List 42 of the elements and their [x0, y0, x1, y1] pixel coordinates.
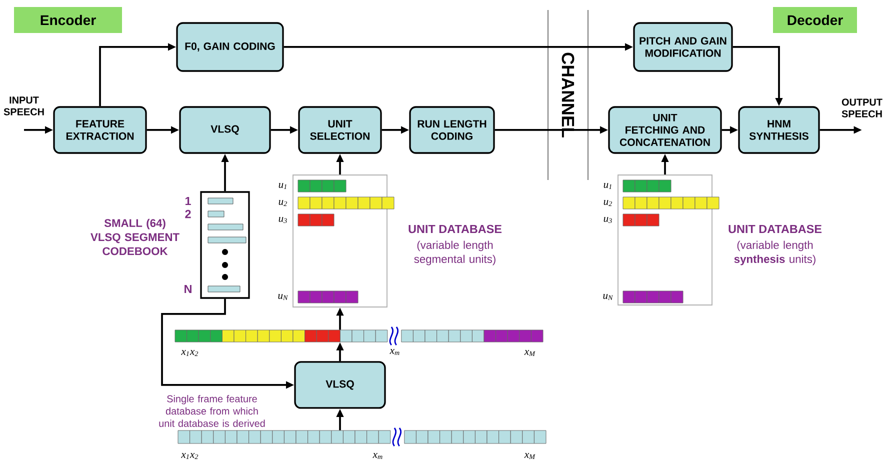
- database-note: (variable length synthesis units): [734, 240, 816, 266]
- database-note: Single frame feature database from which unit database is derived: [159, 395, 265, 427]
- channel-label: CHANNEL: [562, 52, 574, 138]
- database-title: UNIT DATABASE: [408, 224, 502, 234]
- process-box: PITCH AND GAIN MODIFICATION: [633, 22, 733, 72]
- row-label: u$_{1}$: [278, 183, 286, 189]
- row-label: u$_{N}$: [603, 294, 614, 300]
- frame-label: x$_{m}$: [372, 453, 382, 459]
- section-tag: Encoder: [14, 7, 122, 33]
- process-box: UNIT FETCHING AND CONCATENATION: [608, 106, 722, 154]
- row-label: u$_{3}$: [604, 216, 612, 224]
- index-label: 1: [185, 196, 191, 206]
- speech-label: INPUT SPEECH: [4, 96, 44, 116]
- frame-strip: [178, 428, 546, 446]
- row-label: u$_{2}$: [278, 200, 287, 206]
- process-box: VLSQ: [294, 361, 386, 409]
- index-label: 2: [185, 210, 191, 218]
- codebook-label: SMALL (64) VLSQ SEGMENT CODEBOOK: [90, 218, 180, 256]
- row-label: u$_{2}$: [604, 200, 612, 206]
- process-box: UNIT SELECTION: [298, 106, 382, 154]
- section-tag: Decoder: [773, 7, 857, 33]
- row-label: u$_{3}$: [278, 216, 287, 224]
- codebook-box: [200, 191, 250, 299]
- frame-label: x$_{1}$x$_{2}$: [181, 453, 198, 459]
- process-box: F0, GAIN CODING: [176, 22, 284, 72]
- process-box: VLSQ: [179, 106, 271, 154]
- row-label: u$_{1}$: [604, 183, 612, 189]
- database-box: [618, 174, 720, 306]
- database-note: (variable length segmental units): [414, 240, 496, 266]
- frame-label: x$_{m}$: [390, 349, 400, 355]
- database-box: [292, 174, 394, 308]
- frame-label: x$_{1}$x$_{2}$: [181, 350, 198, 356]
- process-box: FEATURE EXTRACTION: [53, 106, 147, 154]
- speech-label: OUTPUT SPEECH: [842, 98, 882, 118]
- frame-label: x$_{M}$: [524, 453, 536, 459]
- index-label: N: [184, 284, 192, 294]
- frame-strip: [174, 326, 544, 346]
- database-title: UNIT DATABASE: [728, 224, 822, 234]
- frame-label: x$_{M}$: [524, 350, 536, 356]
- row-label: u$_{N}$: [278, 294, 288, 300]
- process-box: HNM SYNTHESIS: [738, 106, 820, 154]
- process-box: RUN LENGTH CODING: [409, 106, 495, 154]
